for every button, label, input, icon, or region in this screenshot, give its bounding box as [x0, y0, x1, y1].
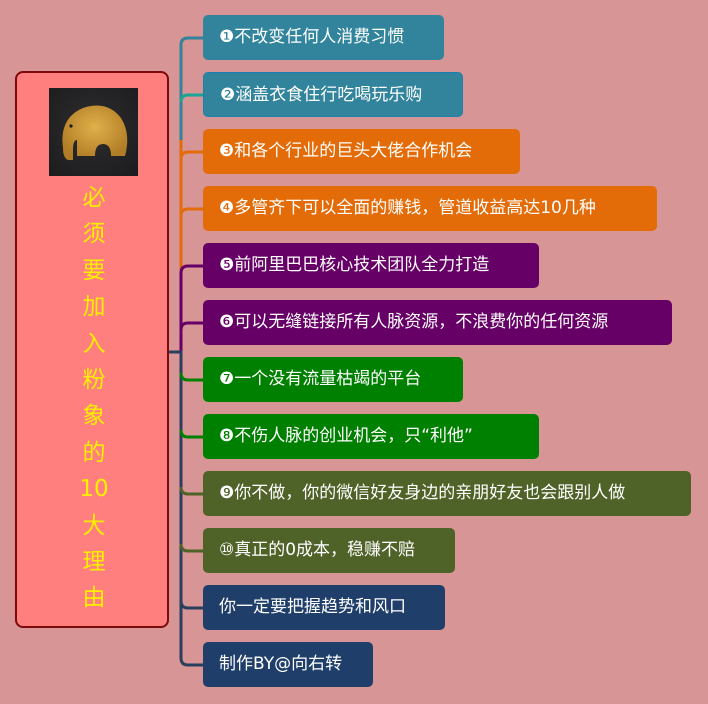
topic-node-3[interactable]: ❸和各个行业的巨头大佬合作机会 — [203, 129, 520, 174]
topic-node-1[interactable]: ❶不改变任何人消费习惯 — [203, 15, 444, 60]
topic-node-7[interactable]: ❼一个没有流量枯竭的平台 — [203, 357, 463, 402]
topic-node-credit[interactable]: 制作BY@向右转 — [203, 642, 373, 687]
root-title: 必 须 要 加 入 粉 象 的 10 大 理 由 — [79, 185, 109, 612]
topic-node-4[interactable]: ❹多管齐下可以全面的赚钱，管道收益高达10几种 — [203, 186, 657, 231]
elephant-logo-icon — [49, 88, 138, 176]
topic-node-8[interactable]: ❽不伤人脉的创业机会，只“利他” — [203, 414, 539, 459]
topic-node-6[interactable]: ❻可以无缝链接所有人脉资源，不浪费你的任何资源 — [203, 300, 672, 345]
topic-node-9[interactable]: ❾你不做，你的微信好友身边的亲朋好友也会跟别人做 — [203, 471, 691, 516]
topic-node-5[interactable]: ❺前阿里巴巴核心技术团队全力打造 — [203, 243, 539, 288]
topic-node-trend[interactable]: 你一定要把握趋势和风口 — [203, 585, 445, 630]
topic-node-2[interactable]: ❷涵盖衣食住行吃喝玩乐购 — [203, 72, 463, 117]
topic-node-10[interactable]: ⑩真正的0成本，稳赚不赔 — [203, 528, 455, 573]
root-topic[interactable] — [15, 71, 169, 628]
